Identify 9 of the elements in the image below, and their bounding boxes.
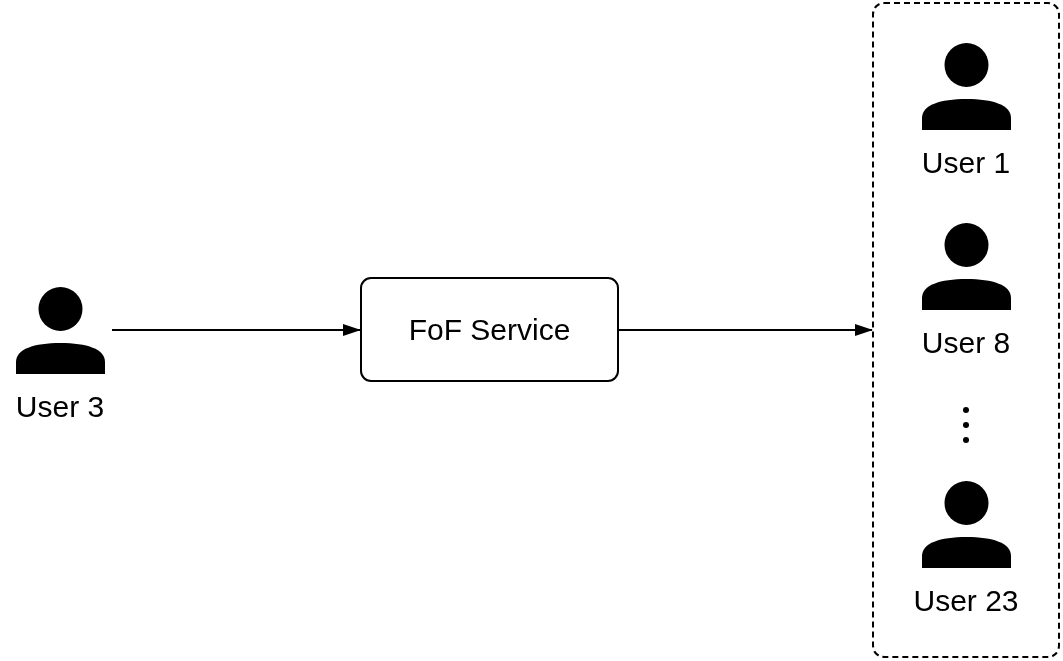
process-box xyxy=(360,277,619,382)
arrow xyxy=(618,324,873,336)
node-text: FoF Service xyxy=(408,312,571,347)
node-text: User 1 xyxy=(921,146,1011,180)
node-text: User 23 xyxy=(913,584,1019,618)
node-text: User 8 xyxy=(921,326,1011,360)
node-text: User 3 xyxy=(15,390,105,424)
arrow xyxy=(111,324,361,336)
dashed-group-box xyxy=(872,2,1060,658)
